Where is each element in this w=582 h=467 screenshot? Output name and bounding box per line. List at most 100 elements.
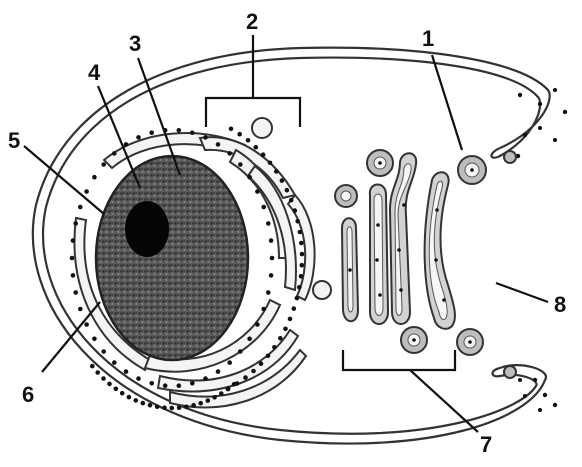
ribosome-dot xyxy=(293,208,298,213)
ribosome-dot xyxy=(70,256,75,261)
ribosome-dot xyxy=(124,369,129,374)
ribosome-dot xyxy=(155,404,160,409)
ribosome-dot xyxy=(292,306,297,311)
ribosome-dot xyxy=(162,405,167,410)
ribosome-dot xyxy=(184,405,189,410)
ribosome-dot xyxy=(295,296,300,301)
ribosome-dot xyxy=(95,370,100,375)
ribosome-dot xyxy=(136,135,141,140)
ribosome-dot xyxy=(84,322,89,327)
ribosome-dot xyxy=(120,391,125,396)
ribosome-dot xyxy=(101,349,106,354)
label-7: 7 xyxy=(480,432,492,457)
ribosome-dot xyxy=(112,360,117,365)
ribosome-dot xyxy=(255,322,260,327)
ribosome-dot xyxy=(71,273,76,278)
ribosome-dot xyxy=(92,175,97,180)
nucleus xyxy=(96,156,248,360)
ribosome-dot xyxy=(274,169,279,174)
ribosome-dot xyxy=(266,221,271,226)
ribosome-dot xyxy=(84,189,89,194)
ribosome-dot xyxy=(247,175,252,180)
ribosome-dot xyxy=(268,161,273,166)
ribosome-dot xyxy=(300,252,305,257)
ribosome-dot xyxy=(232,382,237,387)
ribosome-dot xyxy=(163,383,168,388)
ribosome-dot xyxy=(177,405,182,410)
label-6: 6 xyxy=(22,382,34,407)
golgi-apparatus xyxy=(342,153,455,329)
ribosome-dot xyxy=(299,241,304,246)
ribosome-dot xyxy=(297,285,302,290)
ribosome-dot xyxy=(270,256,275,261)
ribosome-dot xyxy=(216,142,221,147)
ribosome-dot xyxy=(266,290,271,295)
secreted-particles xyxy=(516,88,567,412)
ribosome-dot xyxy=(206,398,211,403)
leader-1 xyxy=(432,55,462,150)
ribosome-dot xyxy=(114,387,119,392)
ribosome-dot xyxy=(229,127,234,132)
leader-6 xyxy=(42,302,100,372)
ribosome-dot xyxy=(127,395,132,400)
ribosome-dot xyxy=(92,337,97,342)
ribosome-dot xyxy=(283,327,288,332)
bracket-7 xyxy=(343,350,478,432)
ribosome-dot xyxy=(219,391,224,396)
ribosome-dot xyxy=(227,360,232,365)
ribosome-dot xyxy=(141,401,146,406)
ribosome-dot xyxy=(107,382,112,387)
ribosome-dot xyxy=(261,152,266,157)
ribosome-dot xyxy=(112,151,117,156)
ribosome-dot xyxy=(198,401,203,406)
ribosome-dot xyxy=(90,364,95,369)
ribosome-dot xyxy=(266,354,271,359)
ribosome-dot xyxy=(272,345,277,350)
ribosome-dot xyxy=(73,290,78,295)
ribosome-dot xyxy=(226,387,231,392)
ribosome-dot xyxy=(261,205,266,210)
label-4: 4 xyxy=(88,60,101,85)
ribosome-dot xyxy=(101,376,106,381)
ribosome-dot xyxy=(247,337,252,342)
leader-8 xyxy=(496,283,548,302)
ribosome-dot xyxy=(124,142,129,147)
ribosome-dot xyxy=(237,132,242,137)
ribosome-dot xyxy=(298,230,303,235)
ribosome-dot xyxy=(254,145,259,150)
ribosome-dot xyxy=(212,395,217,400)
ribosome-dot xyxy=(246,138,251,143)
ribosome-dot xyxy=(148,403,153,408)
ribosome-dot xyxy=(190,381,195,386)
ribosome-dot xyxy=(269,273,274,278)
label-1: 1 xyxy=(422,26,434,51)
ribosome-dot xyxy=(259,361,264,366)
ribosome-dot xyxy=(203,376,208,381)
ribosome-dot xyxy=(238,162,243,167)
ribosome-dot xyxy=(295,219,300,224)
nucleolus xyxy=(125,201,169,257)
ribosome-dot xyxy=(170,406,175,411)
ribosome-dot xyxy=(243,375,248,380)
label-3: 3 xyxy=(129,31,141,56)
ribosome-dot xyxy=(299,274,304,279)
ribosome-dot xyxy=(101,162,106,167)
ribosome-dot xyxy=(149,381,154,386)
ribosome-dot xyxy=(190,130,195,135)
ribosome-dot xyxy=(238,349,243,354)
ribosome-dot xyxy=(227,151,232,156)
ribosome-dot xyxy=(136,376,141,381)
ribosome-dot xyxy=(255,189,260,194)
ribosome-dot xyxy=(203,135,208,140)
ribosome-dot xyxy=(300,263,305,268)
ribosome-dot xyxy=(261,307,266,312)
ribosome-dot xyxy=(289,198,294,203)
ribosome-dot xyxy=(78,307,83,312)
ribosome-dot xyxy=(177,383,182,388)
ribosome-dot xyxy=(73,221,78,226)
ribosome-dot xyxy=(78,205,83,210)
ribosome-dot xyxy=(177,128,182,133)
ribosome-dot xyxy=(269,238,274,243)
ribosome-dot xyxy=(149,130,154,135)
